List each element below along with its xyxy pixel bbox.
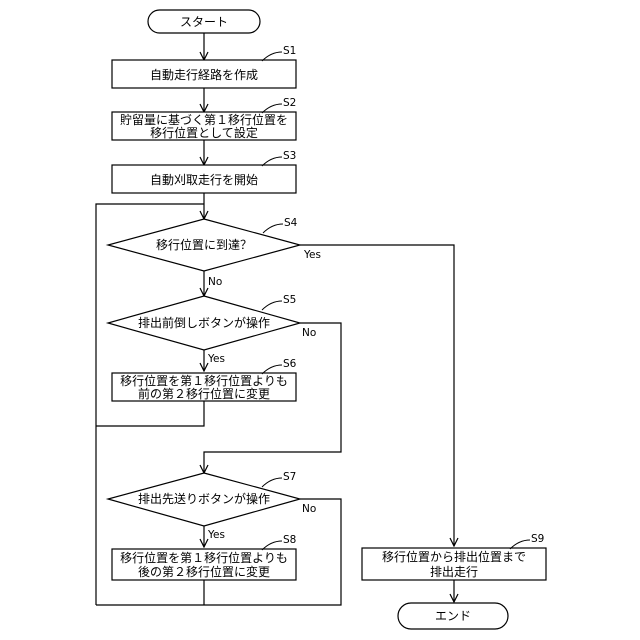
step-s6-text-line1: 移行位置を第１移行位置よりも [120, 373, 288, 388]
decision-s5: 排出前倒しボタンが操作 S5 No Yes [108, 294, 316, 365]
decision-s7-yes-label: Yes [207, 529, 225, 541]
start-terminal: スタート [148, 10, 260, 33]
return-s6 [96, 401, 204, 426]
step-s8-text-line1: 移行位置を第１移行位置よりも [120, 550, 288, 565]
step-s3-id: S3 [283, 150, 296, 162]
step-s2-text-line1: 貯留量に基づく第１移行位置を [120, 112, 288, 127]
decision-s4-yes-label: Yes [303, 249, 321, 261]
decision-s4-no-label: No [208, 276, 222, 288]
decision-s5-no-label: No [302, 327, 316, 339]
step-s9-text-line1: 移行位置から排出位置まで [382, 549, 526, 564]
step-s9-id: S9 [531, 533, 544, 545]
step-s3-text: 自動刈取走行を開始 [150, 173, 258, 187]
step-s2-id: S2 [283, 97, 296, 109]
decision-s5-yes-label: Yes [207, 353, 225, 365]
step-s6-text-line2: 前の第２移行位置に変更 [138, 386, 270, 401]
decision-s4-leader [263, 224, 283, 233]
step-s9-text-line2: 排出走行 [430, 565, 478, 579]
end-label: エンド [435, 609, 471, 623]
end-terminal: エンド [398, 603, 508, 629]
decision-s4-id: S4 [284, 217, 298, 229]
start-label: スタート [180, 15, 228, 29]
decision-s4-text: 移行位置に到達？ [156, 237, 252, 252]
step-s8-id: S8 [283, 534, 296, 546]
decision-s7-text: 排出先送りボタンが操作 [138, 491, 270, 506]
step-s1-id: S1 [283, 45, 296, 57]
arrow-s4-yes [300, 245, 454, 546]
decision-s7-no-label: No [302, 503, 316, 515]
decision-s7: 排出先送りボタンが操作 S7 No Yes [108, 471, 316, 541]
decision-s5-leader [262, 301, 282, 310]
decision-s5-text: 排出前倒しボタンが操作 [138, 315, 270, 330]
step-s1-text: 自動走行経路を作成 [150, 67, 258, 82]
decision-s5-id: S5 [283, 294, 296, 306]
step-s6-id: S6 [283, 358, 297, 370]
decision-s7-id: S7 [283, 471, 296, 483]
decision-s7-leader [262, 478, 282, 487]
decision-s4: 移行位置に到達？ S4 Yes No [108, 217, 321, 288]
step-s2-text-line2: 移行位置として設定 [150, 125, 258, 140]
step-s8-text-line2: 後の第２移行位置に変更 [138, 564, 270, 579]
